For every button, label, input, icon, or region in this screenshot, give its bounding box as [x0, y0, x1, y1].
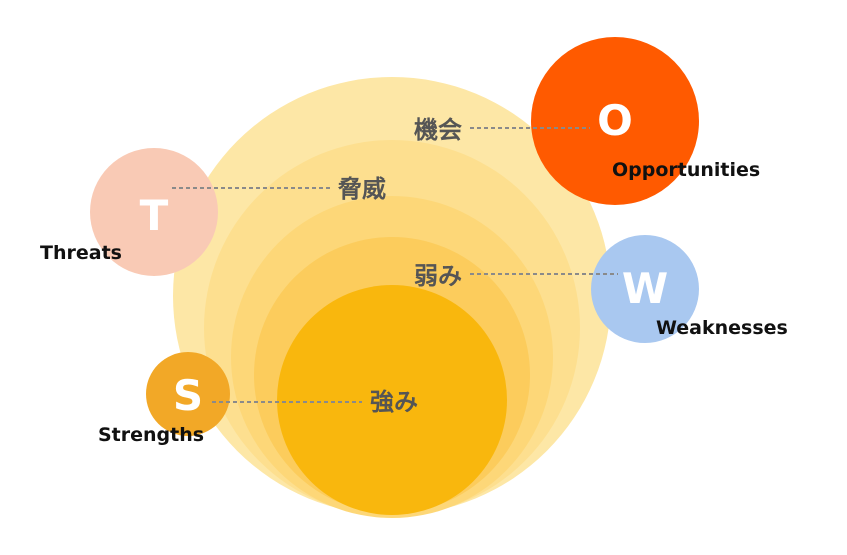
ring-core: [277, 285, 507, 515]
opportunities-caption: Opportunities: [612, 159, 760, 181]
weaknesses-caption: Weaknesses: [656, 317, 788, 339]
ring-label-threat: 脅威: [337, 175, 386, 203]
strengths-bubble: [146, 352, 230, 436]
opportunities-bubble: [531, 37, 699, 205]
ring-label-strength: 強み: [370, 388, 418, 416]
weaknesses-letter: W: [622, 264, 668, 313]
strengths-caption: Strengths: [98, 424, 204, 446]
threats-caption: Threats: [40, 242, 122, 264]
ring-label-opportunity: 機会: [414, 116, 462, 144]
strengths-letter: S: [173, 371, 203, 420]
opportunities-letter: O: [597, 96, 633, 145]
weaknesses-bubble: [591, 235, 699, 343]
ring-label-weakness: 弱み: [414, 262, 462, 290]
threats-bubble: [90, 148, 218, 276]
threats-letter: T: [140, 191, 169, 240]
